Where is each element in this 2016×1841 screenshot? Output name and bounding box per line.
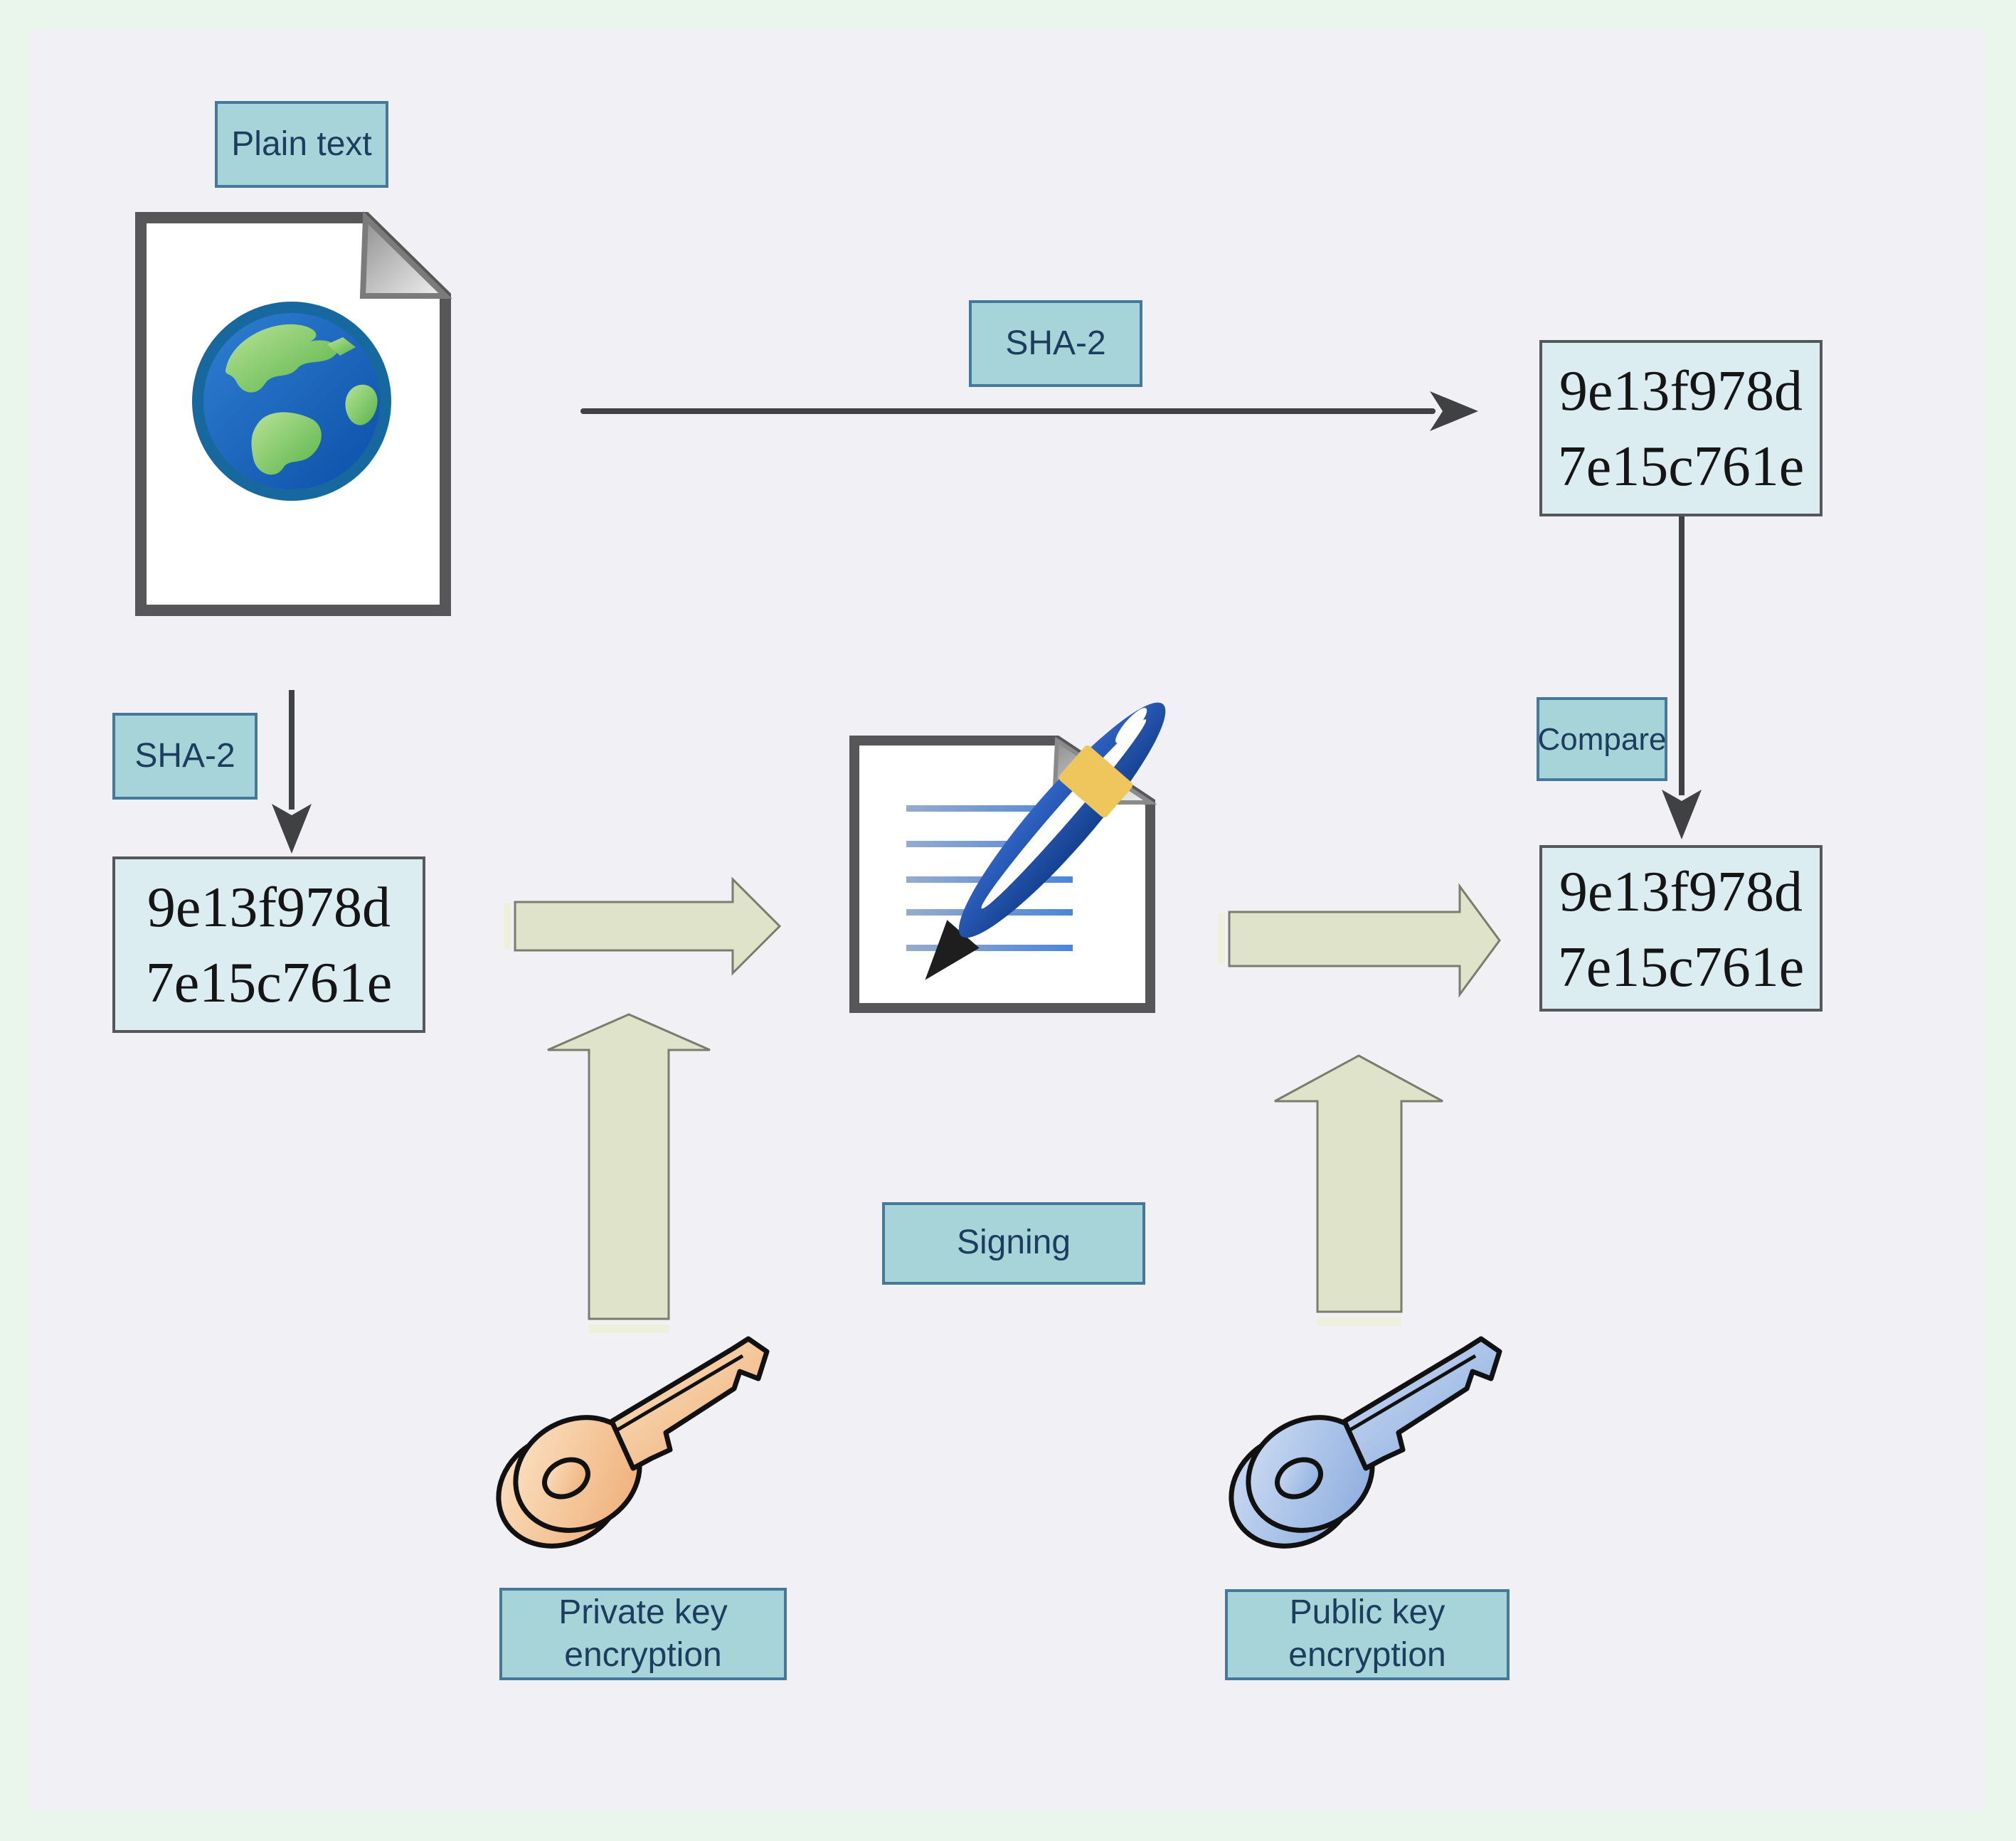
globe-land-north — [226, 324, 338, 393]
sha2-top-label-text: SHA-2 — [1005, 324, 1106, 362]
plain-text-label: Plain text — [215, 101, 388, 188]
key-hole — [1275, 1457, 1323, 1500]
globe-land-east — [345, 384, 378, 425]
arrow-doc-to-hash — [580, 391, 1478, 431]
public-key-label: Public key encryption — [1225, 1589, 1510, 1680]
hash-top-right-line1: 9e13f978d — [1559, 359, 1803, 423]
beige-arrow-tail — [589, 1325, 669, 1333]
sha2-left-label: SHA-2 — [112, 713, 258, 800]
key-shaft — [1342, 1336, 1502, 1471]
hash-right-line2: 7e15c761e — [1557, 934, 1805, 998]
compare-label: Compare — [1537, 697, 1667, 781]
hash-box-right: 9e13f978d 7e15c761e — [1539, 845, 1823, 1012]
text-line — [906, 945, 1073, 951]
private-key-label-line1: Private key — [558, 1593, 728, 1631]
pen-tip — [925, 920, 980, 980]
arrow-doc-to-left-hash — [272, 690, 312, 854]
hash-right-line1: 9e13f978d — [1559, 859, 1803, 923]
public-key-label-line2: encryption — [1288, 1636, 1446, 1675]
arrow-hash-to-compare — [1662, 516, 1702, 839]
globe-land-island — [327, 337, 356, 356]
private-key-label: Private key encryption — [499, 1588, 787, 1680]
beige-arrow-body — [547, 1013, 711, 1320]
key-hole — [542, 1457, 590, 1500]
beige-arrow-tail — [1218, 913, 1225, 965]
pen-highlight — [1115, 708, 1147, 743]
signing-label: Signing — [882, 1202, 1145, 1285]
hash-box-top-right: 9e13f978d 7e15c761e — [1539, 340, 1823, 516]
arrow-head — [272, 804, 312, 854]
beige-arrow-signing-to-hash — [1218, 883, 1501, 998]
arrow-head — [1430, 391, 1478, 431]
hash-top-right-line2: 7e15c761e — [1557, 434, 1805, 498]
sha2-top-label: SHA-2 — [969, 300, 1142, 387]
beige-arrow-body — [1228, 883, 1501, 998]
plain-text-label-text: Plain text — [231, 124, 372, 163]
public-key-label-line1: Public key — [1289, 1593, 1445, 1632]
beige-arrow-tail — [504, 903, 511, 949]
signing-label-text: Signing — [956, 1224, 1071, 1262]
pen-icon — [925, 702, 1166, 980]
text-line — [906, 805, 1073, 812]
pen-clip-slit — [981, 719, 1147, 909]
key-icon-blue — [1229, 1336, 1502, 1549]
private-key-label-line2: encryption — [564, 1635, 722, 1674]
key-shaft — [609, 1336, 770, 1471]
globe-land-south — [251, 412, 322, 475]
key-icon-orange — [496, 1336, 770, 1549]
hash-left-line2: 7e15c761e — [145, 950, 393, 1014]
beige-arrow-public-key-up — [1274, 1054, 1443, 1326]
arrow-head — [1662, 790, 1702, 839]
sha2-left-label-text: SHA-2 — [134, 736, 235, 775]
globe-icon — [192, 302, 391, 501]
beige-arrow-body — [514, 876, 782, 976]
text-line — [906, 841, 1073, 847]
document-fold-corner — [359, 211, 452, 299]
beige-arrow-hash-to-signing — [504, 876, 782, 976]
beige-arrow-body — [1274, 1054, 1443, 1313]
pen-band — [1059, 746, 1133, 818]
beige-arrow-private-key-up — [547, 1013, 711, 1333]
hash-left-line1: 9e13f978d — [147, 875, 391, 939]
compare-label-text: Compare — [1537, 721, 1667, 756]
beige-arrow-tail — [1317, 1317, 1401, 1326]
key-shaft-ridge — [616, 1354, 744, 1432]
hash-box-left: 9e13f978d 7e15c761e — [112, 856, 425, 1033]
key-shaft-ridge — [1349, 1354, 1477, 1432]
